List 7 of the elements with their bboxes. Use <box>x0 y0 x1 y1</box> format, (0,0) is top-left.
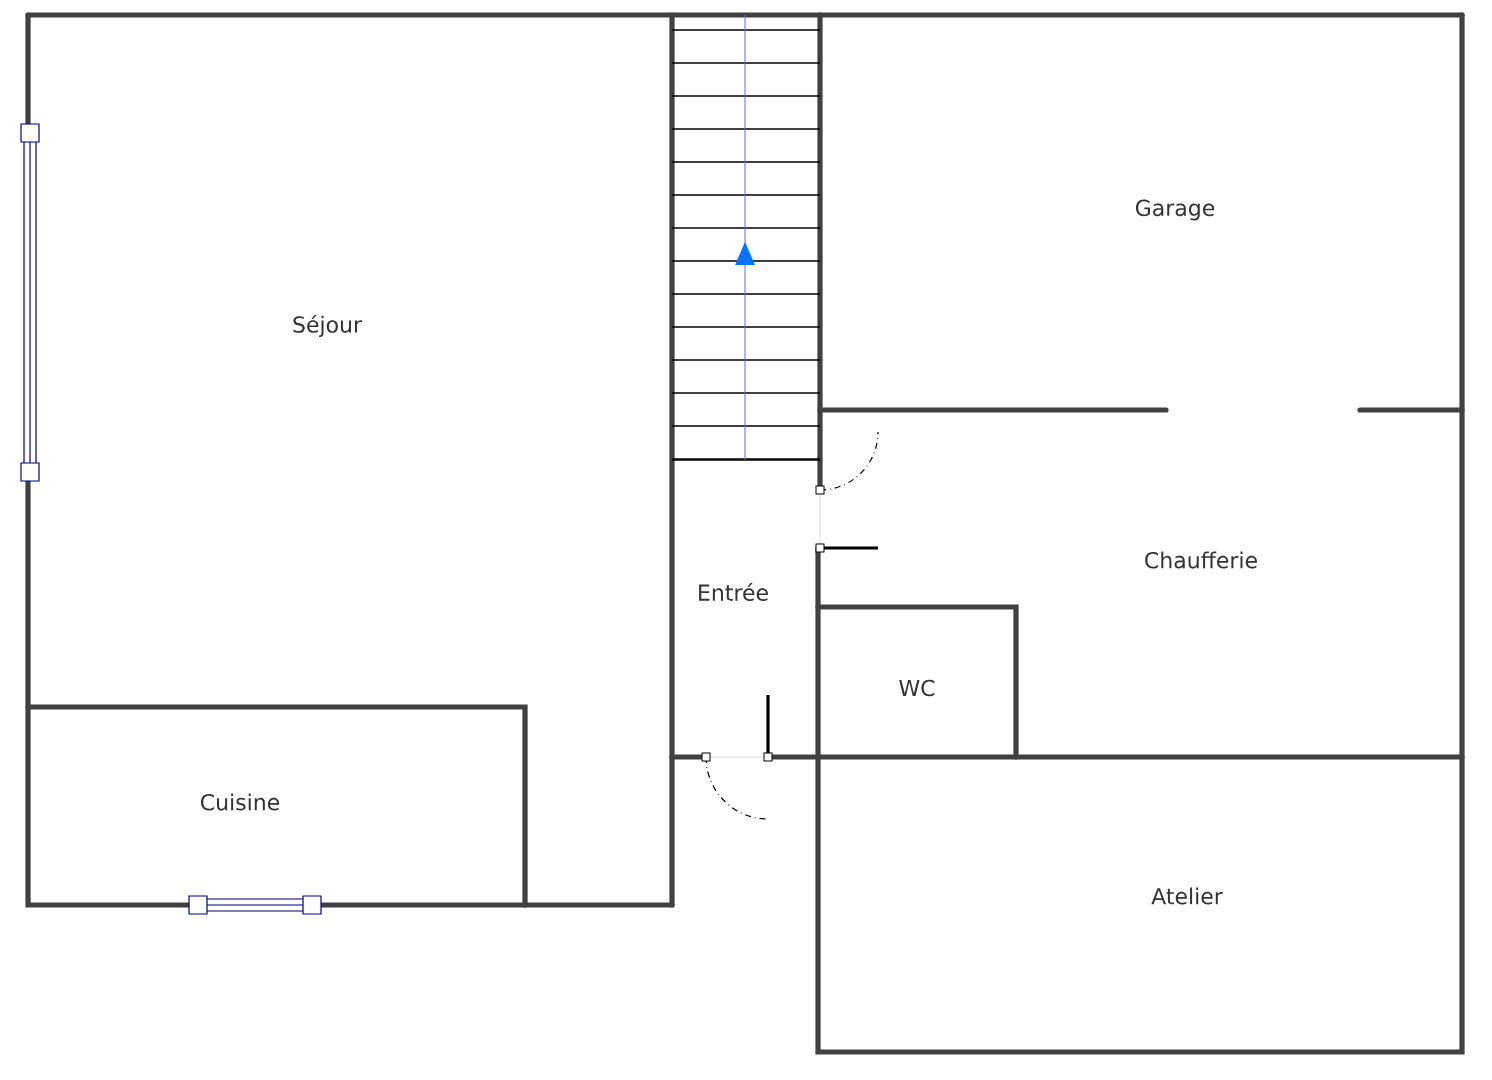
room-label: Garage <box>1135 199 1215 221</box>
room-label: Cuisine <box>201 793 280 811</box>
room-label: Chaufferie <box>1145 551 1257 569</box>
room-label: WC <box>899 679 935 697</box>
room-label: Entrée <box>699 583 768 601</box>
room-label: Atelier <box>1151 887 1223 905</box>
room-label: Séjour <box>293 314 363 338</box>
